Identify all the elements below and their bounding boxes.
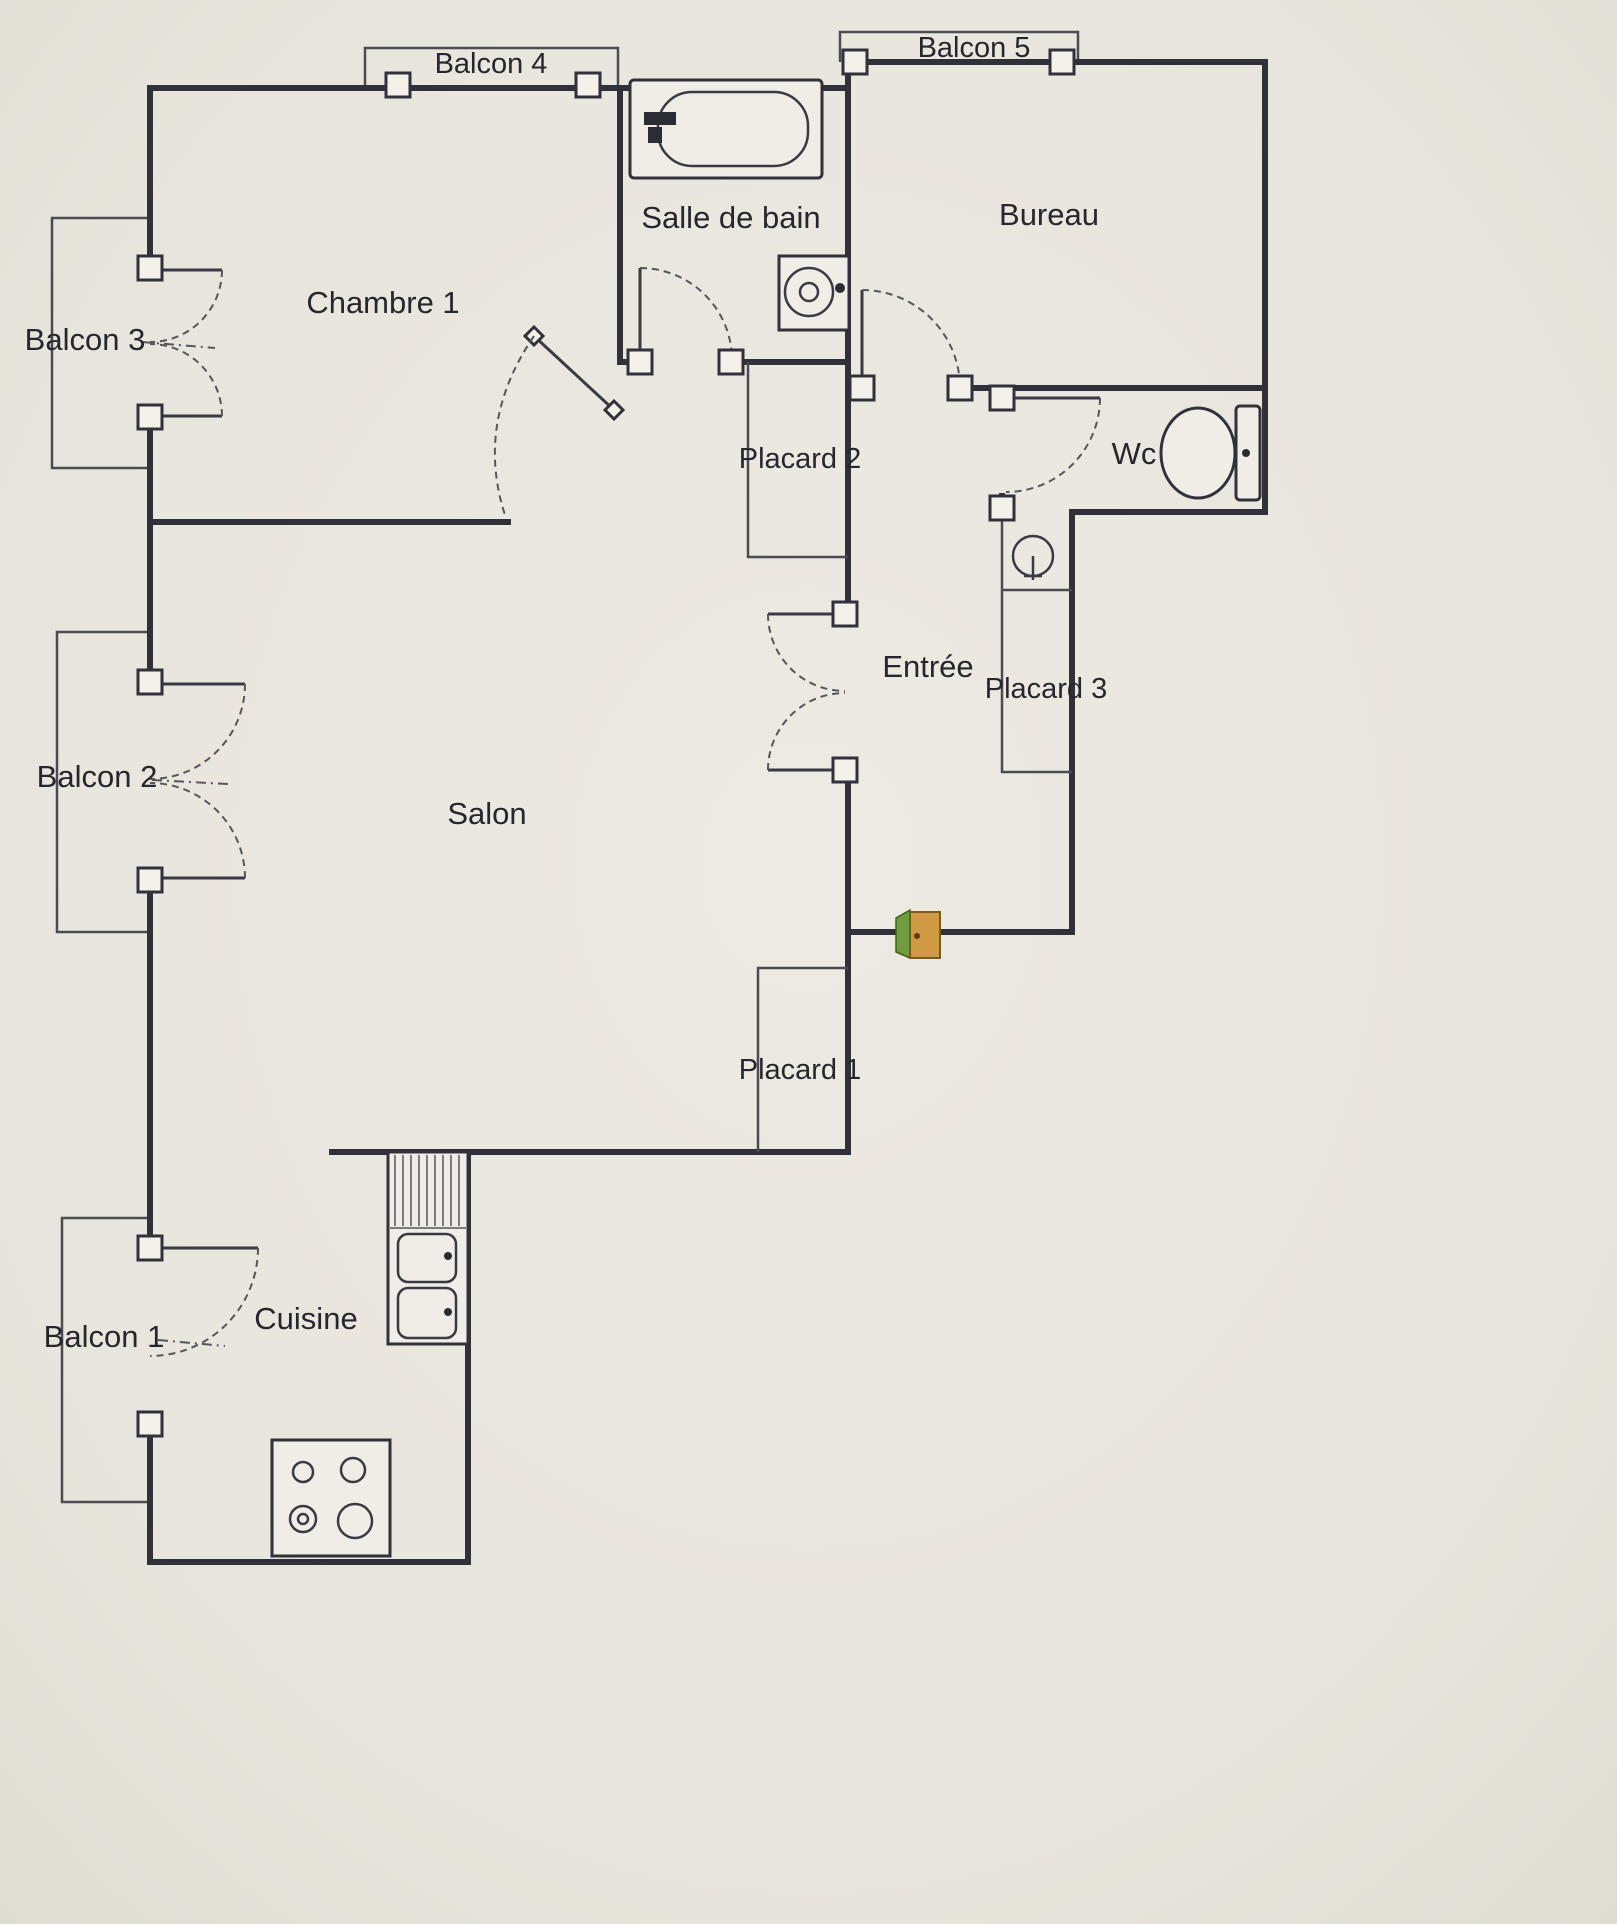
salon-door-swing-bottom	[767, 692, 846, 771]
balcon1-marker-bottom	[136, 1410, 164, 1438]
toilet-icon	[1159, 404, 1262, 502]
balcon2-outline	[55, 630, 150, 934]
entry-door-knob	[914, 933, 920, 939]
balcon3-door-swing-bottom	[149, 343, 223, 417]
salon-door-swing-top	[767, 613, 846, 692]
room-label-balcon2: Balcon 2	[37, 759, 158, 794]
door-swing-arcs	[149, 267, 1101, 1357]
closet-walls	[746, 362, 1072, 1152]
balcon1-outline	[60, 1216, 150, 1504]
window-markers	[136, 48, 1076, 1438]
bathtub-icon	[628, 78, 824, 180]
bureau-door-swing	[861, 289, 961, 389]
room-label-entree: Entrée	[882, 649, 973, 684]
balcon3-marker-bottom	[136, 403, 164, 431]
room-label-bureau: Bureau	[999, 197, 1099, 232]
kitchen-sink-icon	[386, 1150, 470, 1346]
wc-door-marker-top	[988, 384, 1016, 412]
balcon5-window-marker-left	[841, 48, 869, 76]
bathtub-faucet-handle	[648, 127, 662, 143]
chambre1-door-leaf	[532, 334, 616, 412]
placard1-outline	[756, 966, 848, 1152]
bathroom-door-swing	[639, 267, 733, 361]
chambre1-door-swing	[493, 335, 535, 519]
entry-door-icon	[895, 908, 941, 960]
balcon5-window-marker-right	[1048, 48, 1076, 76]
balcon1-marker-top	[136, 1234, 164, 1262]
kitchen-drainer-hatch	[390, 1155, 466, 1229]
room-label-salle-de-bain: Salle de bain	[641, 200, 820, 235]
balcon2-leader-line	[151, 779, 229, 785]
toilet-flush-button	[1242, 449, 1250, 457]
room-label-placard1: Placard 1	[739, 1054, 862, 1086]
water-heater-icon	[1011, 534, 1055, 580]
stove-icon	[270, 1438, 392, 1558]
balcon2-marker-top	[136, 668, 164, 696]
balcon1-door-swing	[149, 1247, 259, 1357]
balcon4-window-marker-left	[384, 71, 412, 99]
balcon2-door-swing-top	[149, 683, 246, 780]
washing-machine-icon	[777, 254, 851, 332]
room-label-chambre1: Chambre 1	[306, 285, 459, 320]
bathroom-door-marker-left	[626, 348, 654, 376]
chambre1-door-hinge-diamond	[602, 398, 626, 422]
balcon5-outline	[838, 30, 1080, 62]
placard3-outline	[1000, 512, 1072, 774]
room-label-wc: Wc	[1112, 436, 1157, 471]
washing-machine-knob	[835, 283, 845, 293]
balcon2-door-swing-bottom	[149, 782, 246, 879]
bathtub-faucet	[644, 112, 676, 125]
balcon3-outline	[50, 216, 150, 470]
salon-door-marker-bottom	[831, 756, 859, 784]
room-label-salon: Salon	[447, 796, 526, 831]
room-label-balcon4: Balcon 4	[435, 48, 548, 80]
room-label-balcon1: Balcon 1	[44, 1319, 165, 1354]
balcon3-marker-top	[136, 254, 164, 282]
balcon2-marker-bottom	[136, 866, 164, 894]
room-label-balcon3: Balcon 3	[25, 322, 146, 357]
bureau-door-marker-right	[946, 374, 974, 402]
wc-door-swing	[1005, 397, 1101, 493]
label-leaders	[141, 341, 229, 1347]
balcon4-window-marker-right	[574, 71, 602, 99]
balcon4-outline	[363, 46, 620, 88]
balcony-outlines	[50, 30, 1080, 1504]
bureau-door-marker-left	[848, 374, 876, 402]
room-label-placard3: Placard 3	[985, 673, 1108, 705]
bathroom-door-marker-right	[717, 348, 745, 376]
room-label-balcon5: Balcon 5	[918, 32, 1031, 64]
wc-door-marker-bottom	[988, 494, 1016, 522]
balcon3-door-swing-top	[149, 269, 223, 343]
door-leaves	[150, 268, 1100, 1250]
room-label-placard2: Placard 2	[739, 443, 862, 475]
room-label-cuisine: Cuisine	[254, 1301, 357, 1336]
placard2-outline	[746, 362, 848, 559]
salon-door-marker-top	[831, 600, 859, 628]
room-labels: Balcon 4 Balcon 5 Salle de bain Bureau C…	[25, 32, 1157, 1354]
